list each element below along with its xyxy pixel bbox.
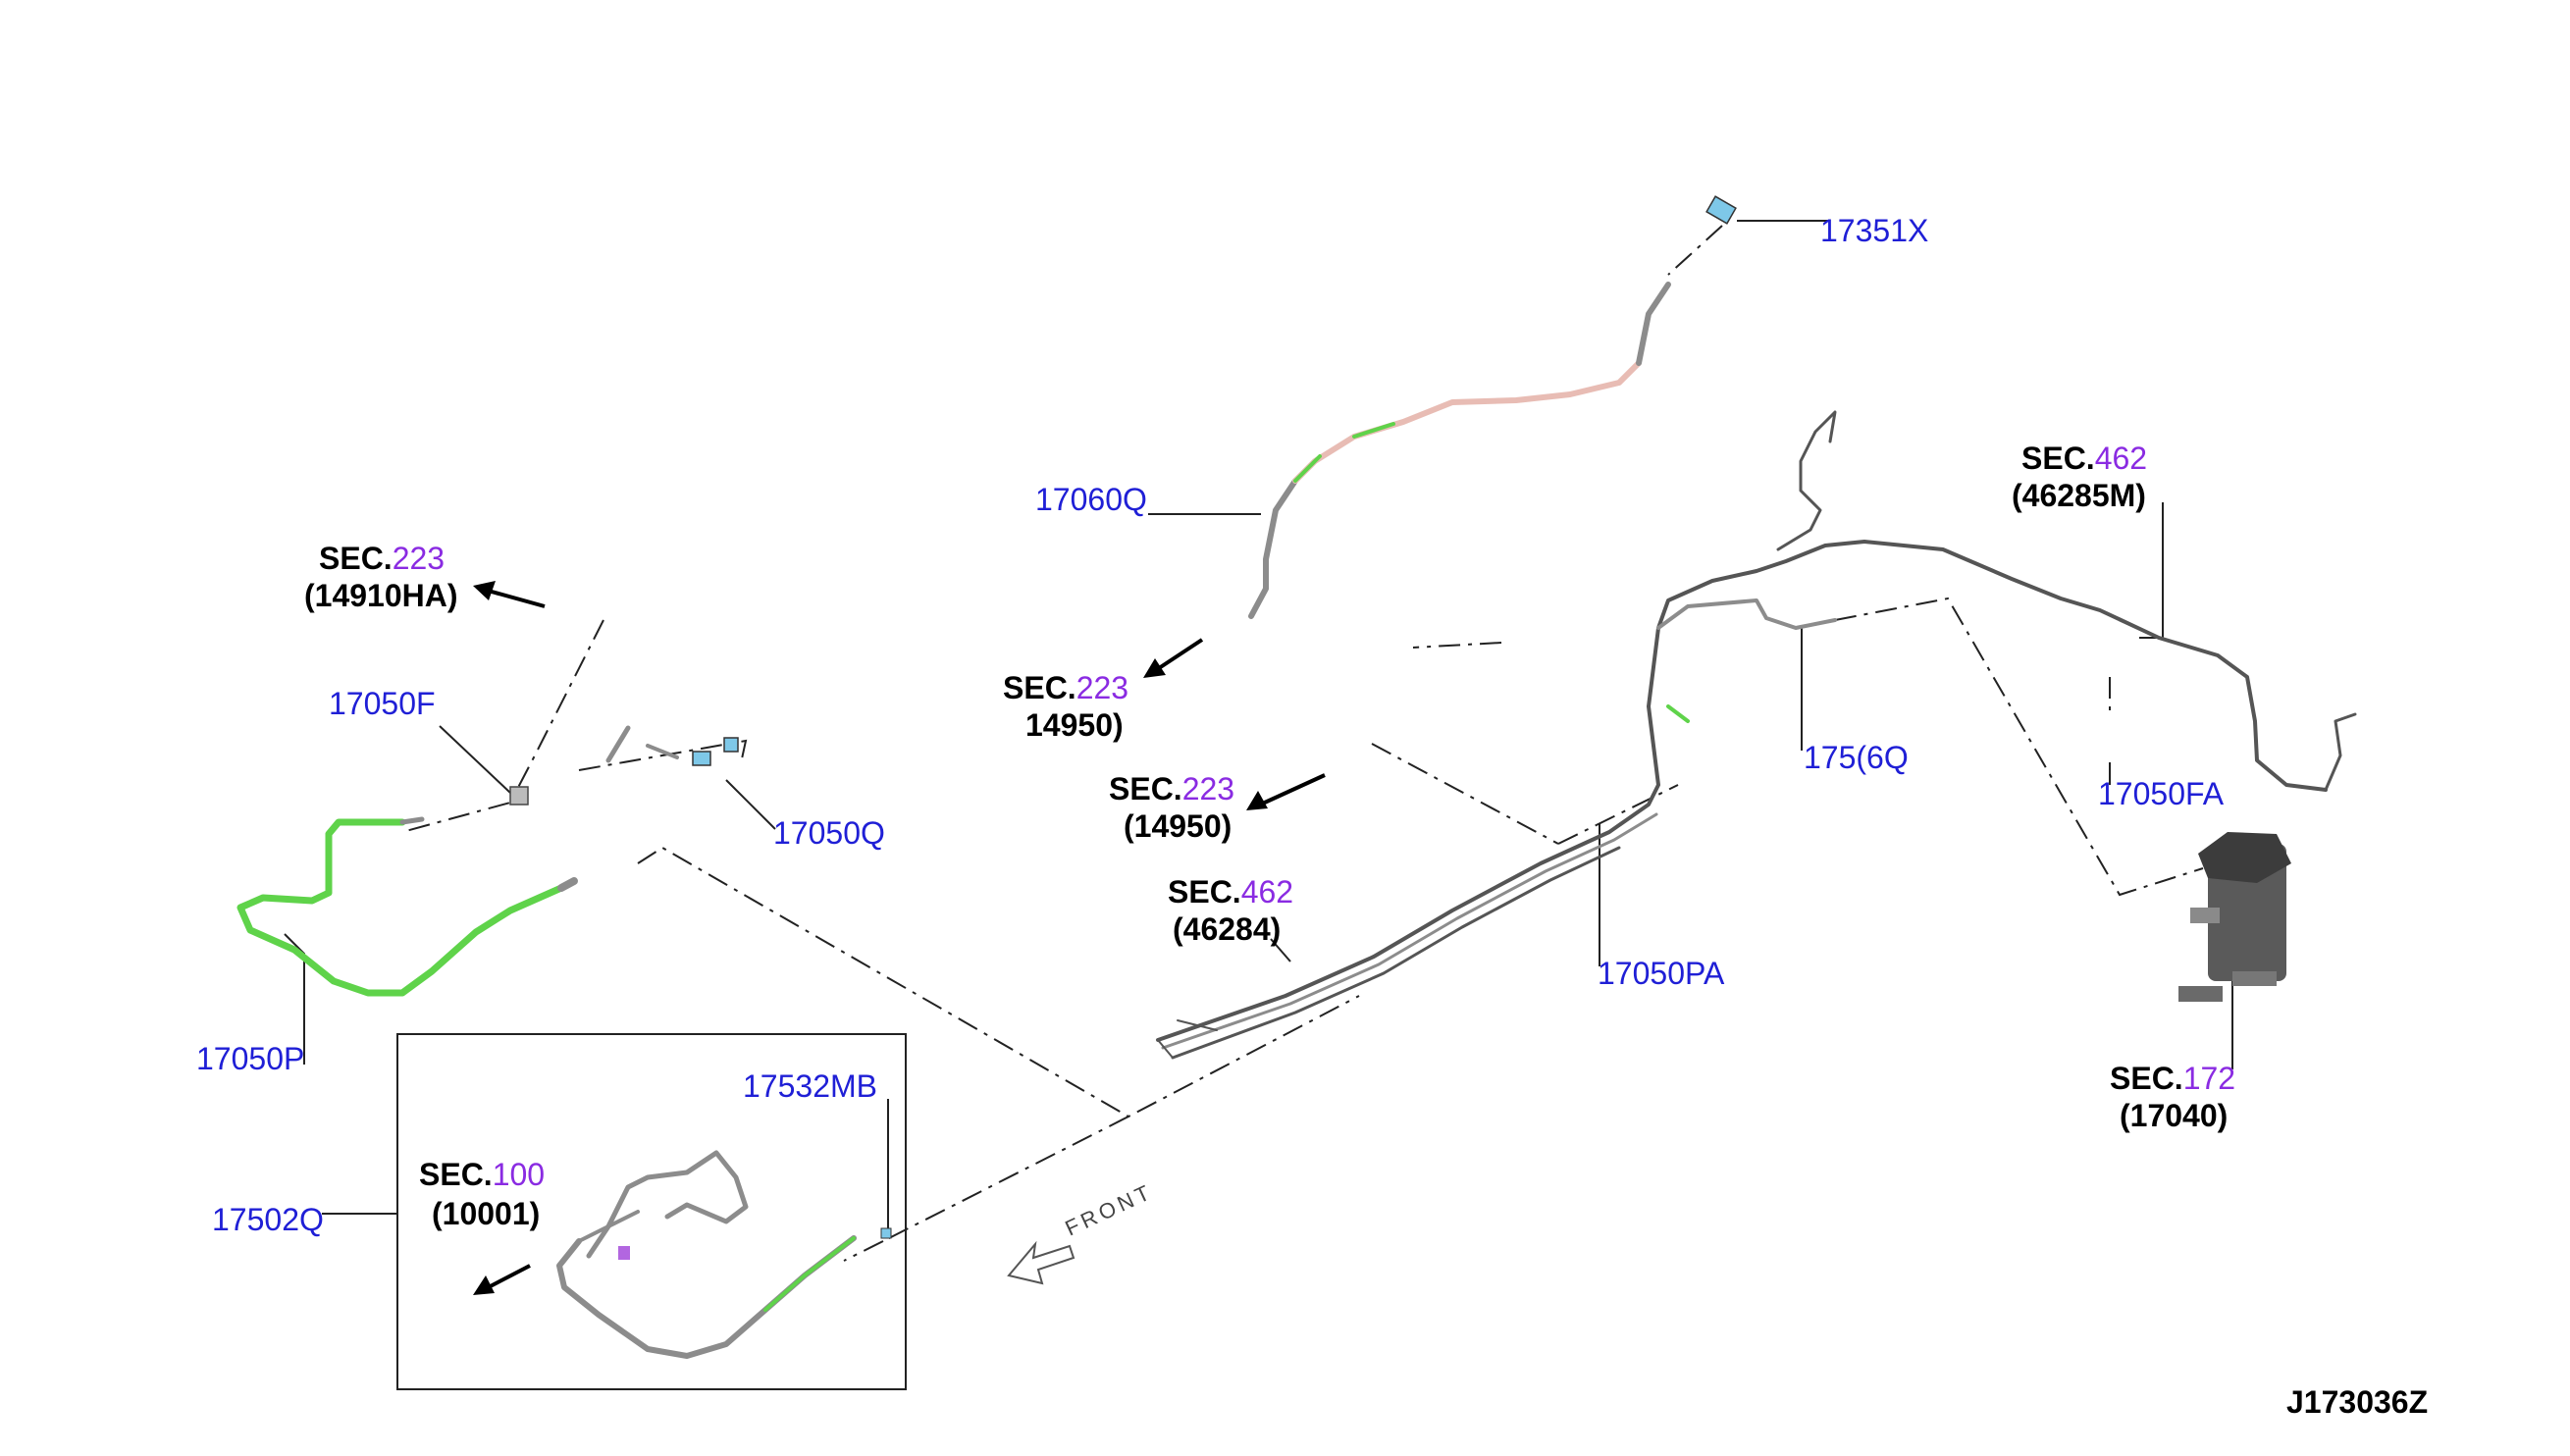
sec-number: 462 (1241, 874, 1293, 910)
sec-prefix: SEC. (2021, 441, 2095, 476)
sec-ref: 14950) (1025, 707, 1124, 743)
part-17050FA-label: 17050FA (2098, 776, 2225, 811)
sec-ref: (14910HA) (304, 578, 458, 613)
part-17050Q-label: 17050Q (773, 815, 885, 851)
sec-ref: (46285M) (2012, 478, 2146, 513)
svg-text:SEC.462: SEC.462 (1168, 874, 1293, 910)
sec-prefix: SEC. (2110, 1061, 2183, 1096)
sec-number: 223 (393, 541, 445, 576)
sec-ref: (46284) (1173, 911, 1281, 947)
section-462-46284: SEC.462 (46284) (1168, 874, 1293, 947)
sec-ref: (10001) (432, 1196, 540, 1231)
sec-ref: (14950) (1124, 808, 1232, 844)
part-17050F-label: 17050F (329, 686, 436, 721)
pipe-bundle-17050PA (1156, 410, 2357, 1060)
part-175-cut-label: 175(6Q (1804, 740, 1909, 775)
section-462-46285M: SEC.462 (46285M) (2012, 441, 2147, 513)
part-17050P-label: 17050P (196, 1041, 304, 1076)
front-label: FRONT (1062, 1178, 1157, 1240)
section-223-14910HA: SEC.223 (14910HA) (304, 541, 458, 613)
sec-prefix: SEC. (1109, 771, 1182, 806)
svg-text:SEC.223: SEC.223 (319, 541, 445, 576)
clip-17351X-icon (1705, 195, 1737, 225)
svg-text:SEC.100: SEC.100 (419, 1157, 545, 1192)
section-223-14950: SEC.223 (14950) (1109, 771, 1234, 844)
pipe-17050P (236, 816, 578, 997)
diagram-code: J173036Z (2286, 1384, 2428, 1420)
pipe-17502Q (556, 1150, 892, 1359)
sec-number: 172 (2183, 1061, 2235, 1096)
svg-text:SEC.172: SEC.172 (2110, 1061, 2235, 1096)
svg-text:SEC.462: SEC.462 (2021, 441, 2147, 476)
connector-lines (401, 225, 2204, 1262)
inset-frame (396, 1033, 907, 1390)
part-17060Q-label: 17060Q (1035, 482, 1147, 517)
sec-number: 223 (1182, 771, 1234, 806)
leader-lines (284, 220, 2233, 1236)
svg-text:SEC.223: SEC.223 (1109, 771, 1234, 806)
sec-number: 223 (1076, 670, 1128, 705)
part-17050PA-label: 17050PA (1598, 956, 1725, 991)
part-17351X-label: 17351X (1820, 213, 1928, 248)
clips-17050F-Q (509, 725, 739, 806)
front-indicator: FRONT (1007, 1178, 1157, 1285)
svg-text:SEC.223: SEC.223 (1003, 670, 1128, 705)
fuel-pump-module-icon (2178, 832, 2291, 1002)
sec-ref: (17040) (2120, 1098, 2228, 1133)
sec-prefix: SEC. (319, 541, 393, 576)
part-17532MB-label: 17532MB (743, 1068, 877, 1104)
sec-number: 462 (2095, 441, 2147, 476)
section-arrows (473, 581, 1326, 1295)
section-223-14950-top: SEC.223 14950) (1003, 670, 1128, 743)
sec-prefix: SEC. (419, 1157, 493, 1192)
sec-number: 100 (493, 1157, 545, 1192)
sec-prefix: SEC. (1168, 874, 1241, 910)
pipe-17060Q (1248, 195, 1737, 619)
sec-prefix: SEC. (1003, 670, 1076, 705)
part-17502Q-label: 17502Q (212, 1202, 324, 1237)
section-172-17040: SEC.172 (17040) (2110, 1061, 2235, 1133)
section-100-10001: SEC.100 (10001) (419, 1157, 545, 1231)
